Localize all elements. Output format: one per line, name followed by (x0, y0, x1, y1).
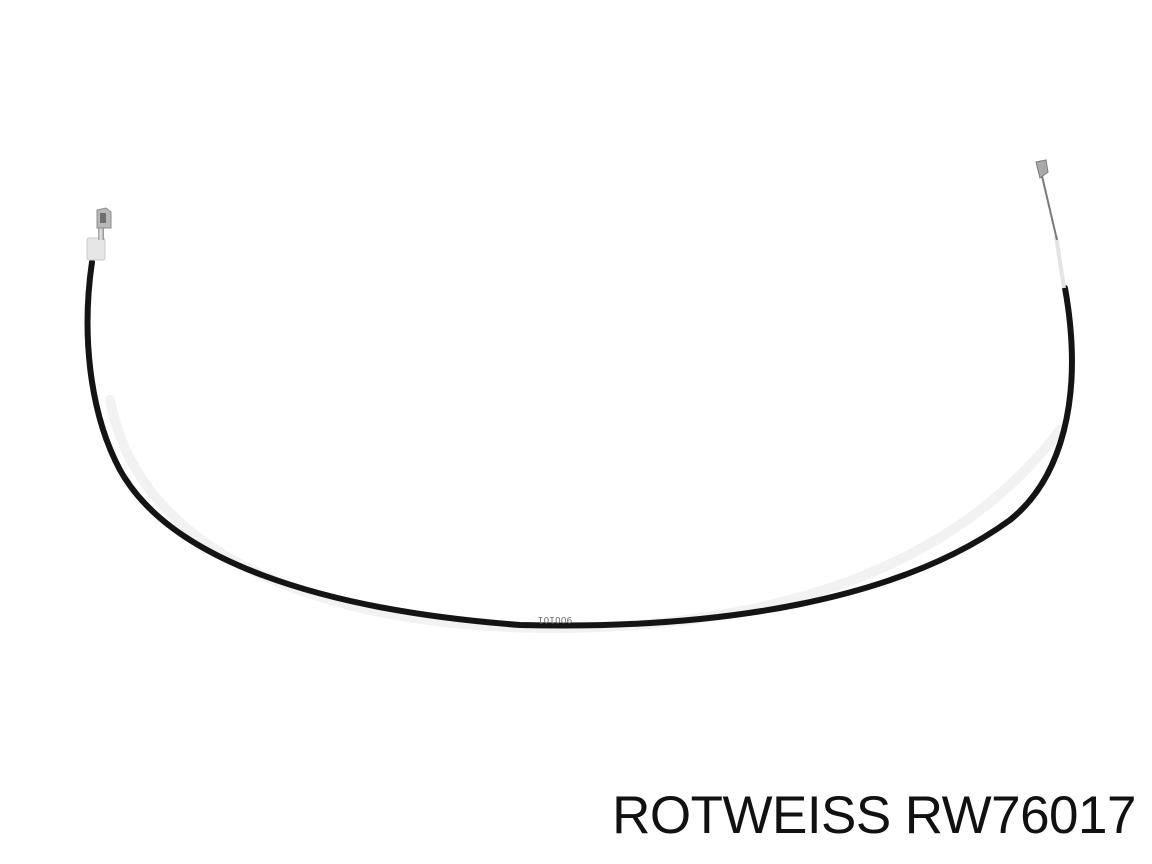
brand-name: ROTWEISS (612, 786, 891, 845)
left-end-fitting (86, 207, 112, 261)
right-end-fitting (1035, 159, 1066, 289)
cable-shadow (105, 395, 1065, 634)
part-number: RW76017 (904, 786, 1137, 845)
cable-sheath (84, 259, 1075, 629)
cable-marking: 900101 (538, 614, 572, 624)
